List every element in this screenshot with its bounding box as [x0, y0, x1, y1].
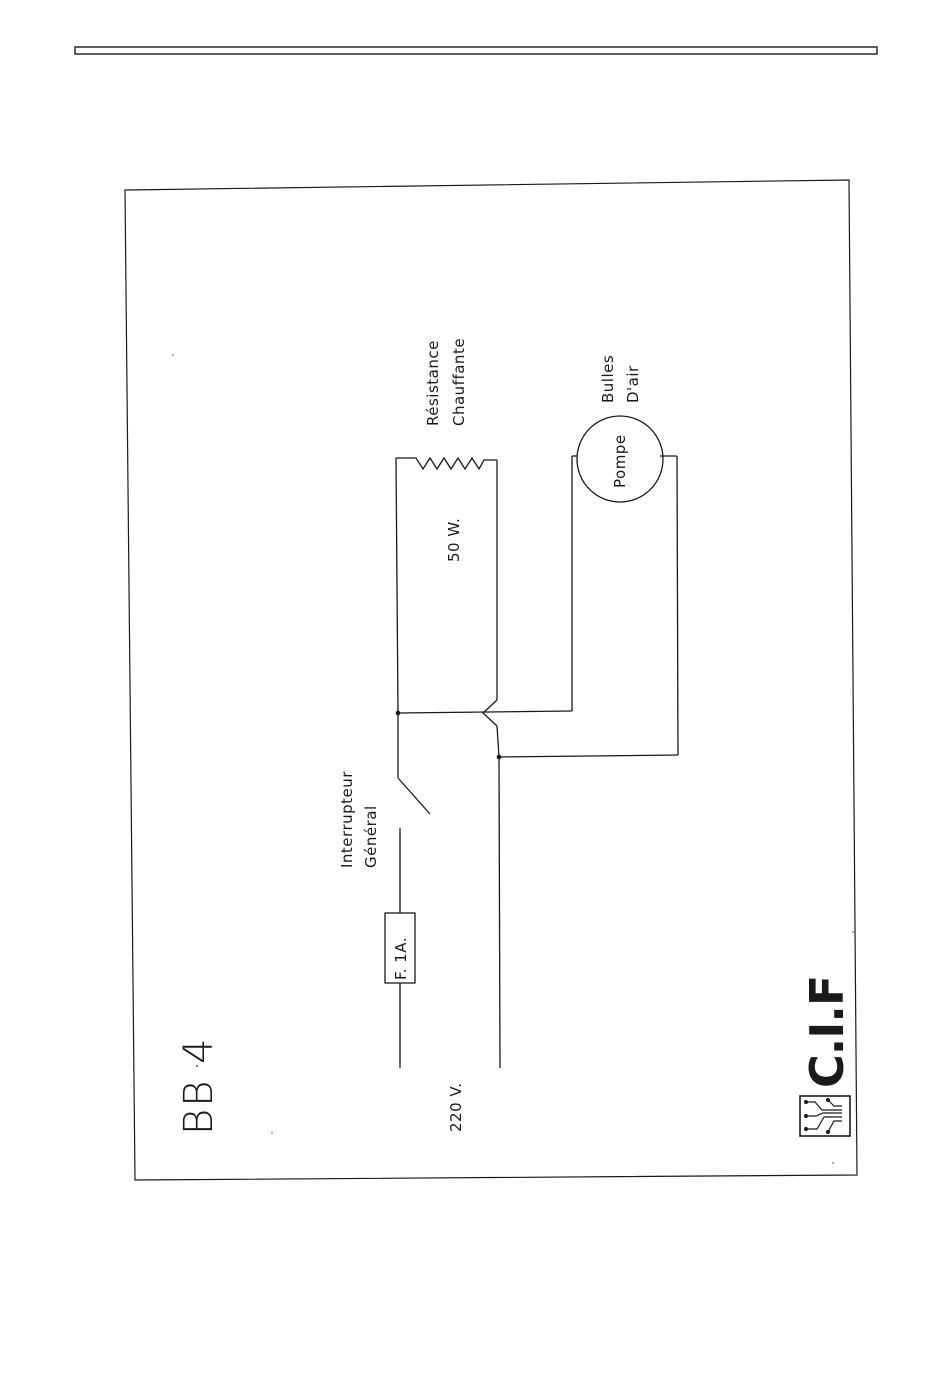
switch-label-line2: Général	[362, 805, 380, 868]
cif-logo: C.I.F	[800, 976, 854, 1136]
heater-return-wire	[497, 726, 499, 757]
heater-left-wire	[396, 458, 398, 713]
scan-specks	[172, 354, 854, 1164]
heater-label-line2: Chauffante	[450, 338, 468, 426]
logo-text: C.I.F	[800, 976, 854, 1088]
switch-label-line1: Interrupteur	[338, 771, 356, 868]
pump-neutral-wire	[499, 755, 678, 757]
pump-right-wire	[677, 456, 678, 755]
pump-label: Pompe	[611, 434, 629, 488]
heater-power-label: 50 W.	[445, 518, 463, 562]
supply-voltage-label: 220 V.	[447, 1083, 465, 1133]
neutral-wire	[499, 757, 500, 1068]
schematic: BB 4 220 V. F. 1A. Interrupteur Général …	[172, 338, 854, 1164]
pump-output-line2: D'air	[624, 365, 642, 403]
main-switch-blade	[398, 778, 430, 814]
heater-label-line1: Résistance	[424, 340, 442, 426]
heating-resistor-symbol	[396, 458, 497, 469]
wire-crossover-jump	[483, 700, 497, 726]
header-rule	[75, 47, 877, 54]
drawing-title: BB 4	[176, 1036, 222, 1135]
fuse-label: F. 1A.	[392, 937, 410, 980]
drawing-frame	[125, 180, 857, 1180]
pump-output-line1: Bulles	[599, 355, 617, 403]
